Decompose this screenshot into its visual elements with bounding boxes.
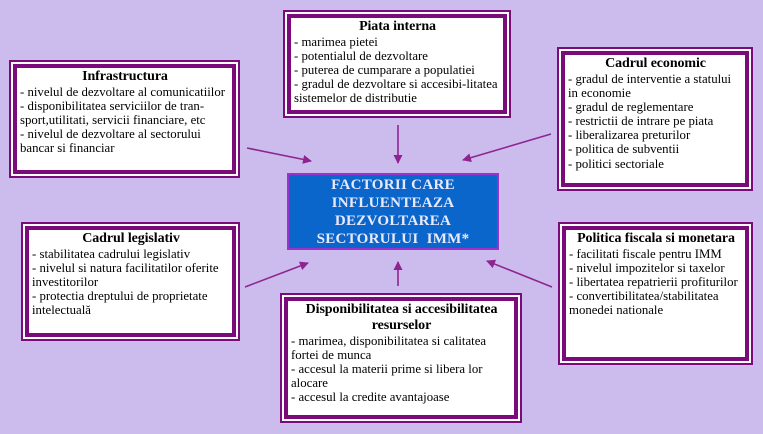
box-item: - politici sectoriale: [568, 156, 664, 171]
box-item: - restrictii de intrare pe piata: [568, 114, 714, 129]
arrow-cadrul-legislativ-to-center: [244, 261, 309, 288]
box-item: - nivelul de dezvoltare al sectorului ba…: [20, 127, 201, 156]
factor-box-disponibilitatea-resurselor: Disponibilitatea si accesibilitatea resu…: [280, 293, 522, 423]
factor-box-cadrul-legislativ-core: Cadrul legislativ - stabilitatea cadrulu…: [25, 226, 236, 337]
box-title: Disponibilitatea si accesibilitatea resu…: [305, 302, 498, 333]
box-item: - convertibilitatea/stabilitatea monedei…: [569, 289, 719, 318]
center-box-line: SECTORULUI IMM*: [316, 230, 470, 247]
box-title: Politica fiscala si monetara: [577, 231, 735, 246]
center-box-line: DEZVOLTAREA: [334, 212, 452, 229]
factor-box-cadrul-economic-core: Cadrul economic - gradul de interventie …: [561, 51, 749, 187]
arrow-politica-fiscala-to-center: [486, 259, 553, 288]
factor-box-piata-interna: Piata interna - marimea pietei - potenti…: [283, 10, 511, 118]
box-item: - libertatea repatrierii profiturilor: [569, 275, 738, 290]
factor-box-cadrul-economic: Cadrul economic - gradul de interventie …: [557, 47, 753, 191]
box-item: - gradul de interventie a statului in ec…: [568, 72, 732, 101]
box-title: Infrastructura: [82, 69, 168, 84]
box-item: - gradul de dezvoltare si accesibi-litat…: [294, 77, 498, 106]
box-item: - marimea pietei: [294, 35, 378, 49]
box-item: - nivelul impozitelor si taxelor: [569, 261, 725, 276]
factor-box-piata-interna-core: Piata interna - marimea pietei - potenti…: [287, 14, 507, 114]
box-item: - liberalizarea preturilor: [568, 128, 691, 143]
factor-box-disponibilitatea-resurselor-core: Disponibilitatea si accesibilitatea resu…: [284, 297, 518, 419]
box-item: - puterea de cumparare a populatiei: [294, 63, 475, 78]
factor-box-infrastructura: Infrastructura - nivelul de dezvoltare a…: [9, 60, 240, 178]
box-item: - disponibilitatea serviciilor de tran-s…: [20, 99, 206, 128]
factor-box-infrastructura-core: Infrastructura - nivelul de dezvoltare a…: [13, 64, 236, 174]
box-item: - gradul de reglementare: [568, 100, 694, 115]
box-item: - facilitati fiscale pentru IMM: [569, 247, 722, 261]
factor-box-politica-fiscala: Politica fiscala si monetara - facilitat…: [558, 222, 753, 365]
box-item: - accesul la materii prime si libera lor…: [291, 362, 483, 391]
factor-box-politica-fiscala-core: Politica fiscala si monetara - facilitat…: [562, 226, 749, 361]
box-item: - politica de subventii: [568, 142, 680, 157]
center-factors-box: FACTORII CARE INFLUENTEAZA DEZVOLTAREA S…: [287, 173, 499, 250]
box-item: - nivelul si natura facilitatilor oferit…: [32, 261, 219, 290]
center-box-line: FACTORII CARE: [331, 176, 455, 193]
arrow-cadrul-economic-to-center: [462, 133, 552, 163]
box-title: Cadrul economic: [605, 56, 706, 71]
arrow-infrastructura-to-center: [246, 147, 312, 164]
box-title: Cadrul legislativ: [82, 231, 180, 246]
box-item: - potentialul de dezvoltare: [294, 49, 428, 64]
factor-box-cadrul-legislativ: Cadrul legislativ - stabilitatea cadrulu…: [21, 222, 240, 341]
box-item: - stabilitatea cadrului legislativ: [32, 247, 191, 261]
box-item: - protectia dreptului de proprietate int…: [32, 289, 208, 318]
box-item: - accesul la credite avantajoase: [291, 390, 450, 405]
box-item: - nivelul de dezvoltare al comunicatiilo…: [20, 85, 226, 99]
center-box-line: INFLUENTEAZA: [331, 194, 455, 211]
box-item: - marimea, disponibilitatea si calitatea…: [291, 334, 487, 363]
box-title: Piata interna: [359, 19, 436, 34]
